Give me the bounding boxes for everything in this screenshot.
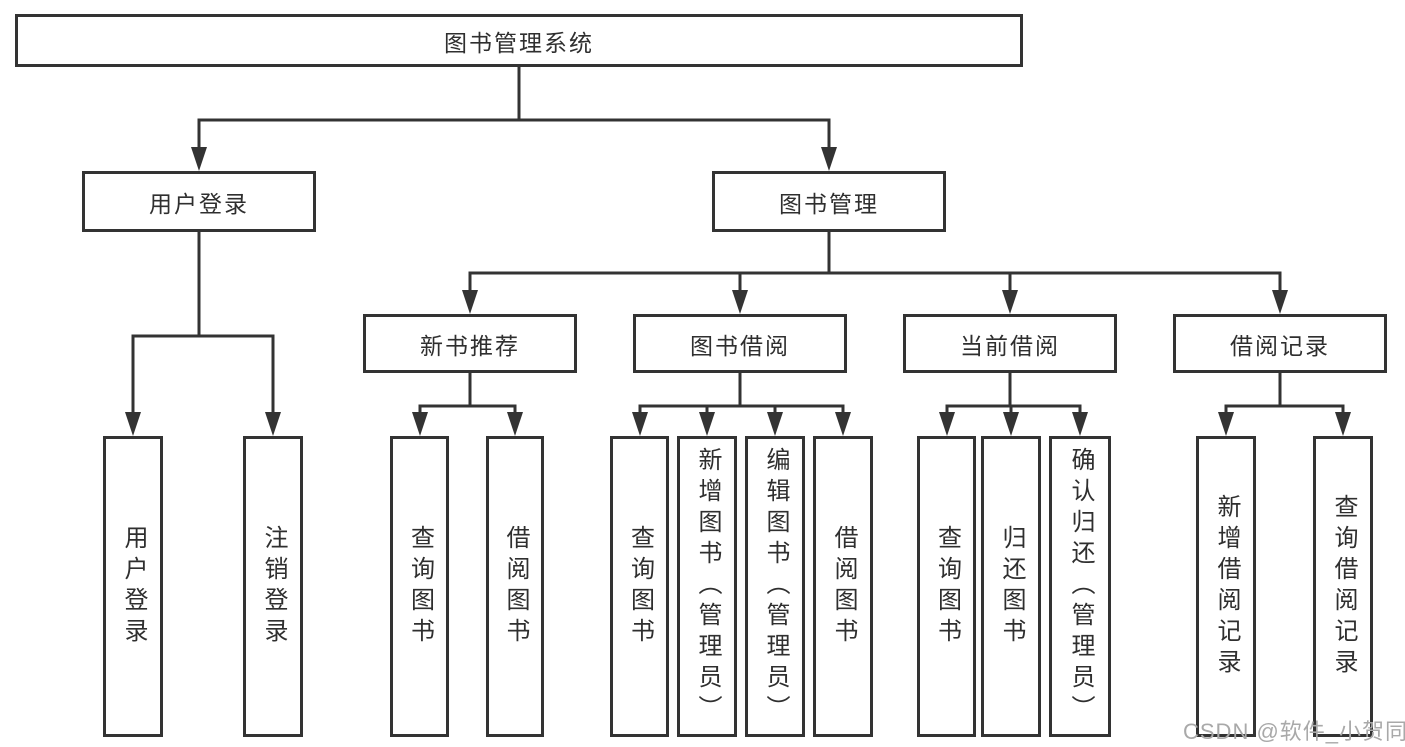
node-book-management-module: 图书管理	[712, 171, 946, 232]
leaf-user-login: 用户登录	[103, 436, 163, 737]
leaf-edit-books-admin: 编辑图书（管理员）	[745, 436, 805, 737]
node-label: 当前借阅	[960, 332, 1060, 359]
leaf-add-borrow-record: 新增借阅记录	[1196, 436, 1256, 737]
node-root: 图书管理系统	[15, 14, 1023, 67]
leaf-label: 查询借阅记录	[1330, 493, 1357, 680]
leaf-label: 借阅图书	[502, 524, 529, 649]
leaf-label: 确认归还（管理员）	[1067, 447, 1094, 726]
leaf-query-books-recommend: 查询图书	[390, 436, 449, 737]
watermark: CSDN @软件_小贺同学	[1183, 719, 1405, 744]
leaf-label: 查询图书	[933, 524, 961, 649]
node-label: 图书管理	[779, 190, 879, 217]
node-borrow-records: 借阅记录	[1173, 314, 1387, 373]
leaf-query-borrow-record: 查询借阅记录	[1313, 436, 1373, 737]
node-new-book-recommend: 新书推荐	[363, 314, 577, 373]
leaf-label: 新增图书（管理员）	[694, 447, 721, 726]
leaf-label: 借阅图书	[830, 524, 857, 649]
leaf-label: 编辑图书（管理员）	[762, 447, 789, 726]
node-user-login-module: 用户登录	[82, 171, 316, 232]
leaf-logout: 注销登录	[243, 436, 303, 737]
leaf-return-books: 归还图书	[981, 436, 1041, 737]
leaf-add-books-admin: 新增图书（管理员）	[677, 436, 737, 737]
leaf-query-books-borrow: 查询图书	[610, 436, 669, 737]
leaf-label: 归还图书	[998, 524, 1025, 649]
node-current-borrow: 当前借阅	[903, 314, 1117, 373]
leaf-label: 注销登录	[260, 524, 287, 649]
leaf-label: 用户登录	[120, 524, 147, 649]
node-label: 新书推荐	[420, 332, 520, 359]
leaf-label: 新增借阅记录	[1213, 493, 1240, 680]
node-root-label: 图书管理系统	[444, 29, 594, 56]
node-label: 图书借阅	[690, 332, 790, 359]
node-book-borrow: 图书借阅	[633, 314, 847, 373]
node-label: 用户登录	[149, 190, 249, 217]
leaf-borrow-books-recommend: 借阅图书	[486, 436, 544, 737]
leaf-query-books-current: 查询图书	[917, 436, 976, 737]
leaf-borrow-books: 借阅图书	[813, 436, 873, 737]
leaf-label: 查询图书	[626, 524, 654, 649]
leaf-label: 查询图书	[406, 524, 434, 649]
leaf-confirm-return-admin: 确认归还（管理员）	[1049, 436, 1111, 737]
node-label: 借阅记录	[1230, 332, 1330, 359]
